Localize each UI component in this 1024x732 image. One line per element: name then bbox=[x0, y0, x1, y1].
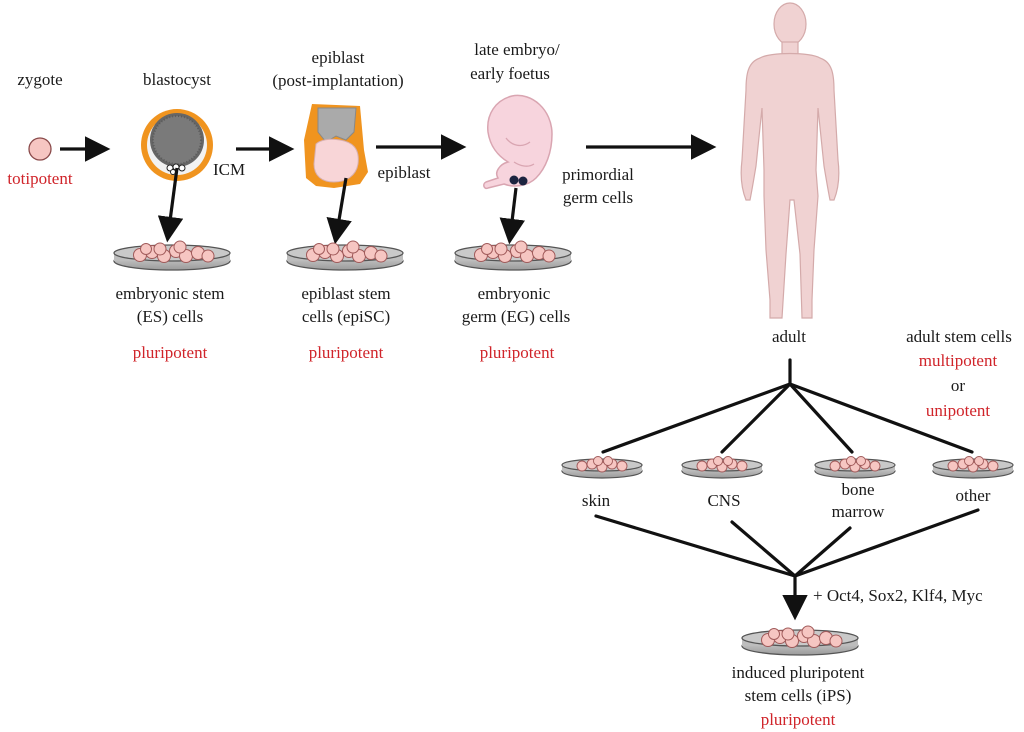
icm-label: ICM bbox=[213, 160, 245, 179]
es-potency: pluripotent bbox=[133, 343, 208, 362]
multipotent-label: multipotent bbox=[919, 351, 998, 370]
adult-figure bbox=[740, 2, 840, 319]
ips-cell-dish bbox=[741, 625, 859, 656]
arrow-pgc-to-eg bbox=[499, 187, 525, 245]
cns-dish bbox=[681, 455, 763, 479]
epiblast-illustration bbox=[304, 104, 368, 188]
episc-cell-dish bbox=[286, 240, 404, 271]
converging-lines bbox=[594, 508, 980, 621]
es-cell-dish bbox=[113, 240, 231, 271]
adult-label: adult bbox=[772, 327, 806, 346]
zygote-potency: totipotent bbox=[7, 169, 72, 188]
es-label-1: embryonic stem bbox=[115, 284, 224, 303]
pgc-label-1: primordial bbox=[562, 165, 634, 184]
bone-marrow-dish bbox=[814, 455, 896, 479]
pgc-label-2: germ cells bbox=[563, 188, 633, 207]
adult-branch-lines bbox=[601, 358, 974, 454]
unipotent-label: unipotent bbox=[926, 401, 990, 420]
skin-dish bbox=[561, 455, 643, 479]
bone-label-1: bone bbox=[841, 480, 874, 499]
eg-label-2: germ (EG) cells bbox=[462, 307, 571, 326]
skin-label: skin bbox=[582, 491, 611, 510]
epiblast-part-label: epiblast bbox=[378, 163, 431, 182]
bone-label-2: marrow bbox=[832, 502, 886, 521]
episc-potency: pluripotent bbox=[309, 343, 384, 362]
es-label-2: (ES) cells bbox=[137, 307, 204, 326]
arrow-epiblast-to-episc bbox=[326, 177, 352, 245]
embryo-title-2: early foetus bbox=[470, 64, 550, 83]
zygote-cell bbox=[28, 137, 52, 161]
ips-label-1: induced pluripotent bbox=[732, 663, 865, 682]
cns-label: CNS bbox=[707, 491, 740, 510]
episc-label-2: cells (epiSC) bbox=[302, 307, 390, 326]
other-label: other bbox=[956, 486, 991, 505]
epiblast-title-1: epiblast bbox=[312, 48, 365, 67]
zygote-label: zygote bbox=[17, 70, 62, 89]
adult-stem-cells-title: adult stem cells bbox=[906, 327, 1012, 346]
eg-cell-dish bbox=[454, 240, 572, 271]
episc-label-1: epiblast stem bbox=[301, 284, 390, 303]
other-dish bbox=[932, 455, 1014, 479]
embryo-illustration bbox=[483, 94, 553, 190]
embryo-title-1: late embryo/ bbox=[474, 40, 560, 59]
or-label: or bbox=[951, 376, 966, 395]
eg-label-1: embryonic bbox=[478, 284, 551, 303]
blastocyst-label: blastocyst bbox=[143, 70, 211, 89]
ips-label-2: stem cells (iPS) bbox=[745, 686, 852, 705]
ips-potency: pluripotent bbox=[761, 710, 836, 729]
eg-potency: pluripotent bbox=[480, 343, 555, 362]
epiblast-title-2: (post-implantation) bbox=[272, 71, 403, 90]
arrow-icm-to-es bbox=[157, 167, 184, 243]
reprogramming-factors: + Oct4, Sox2, Klf4, Myc bbox=[813, 586, 983, 605]
